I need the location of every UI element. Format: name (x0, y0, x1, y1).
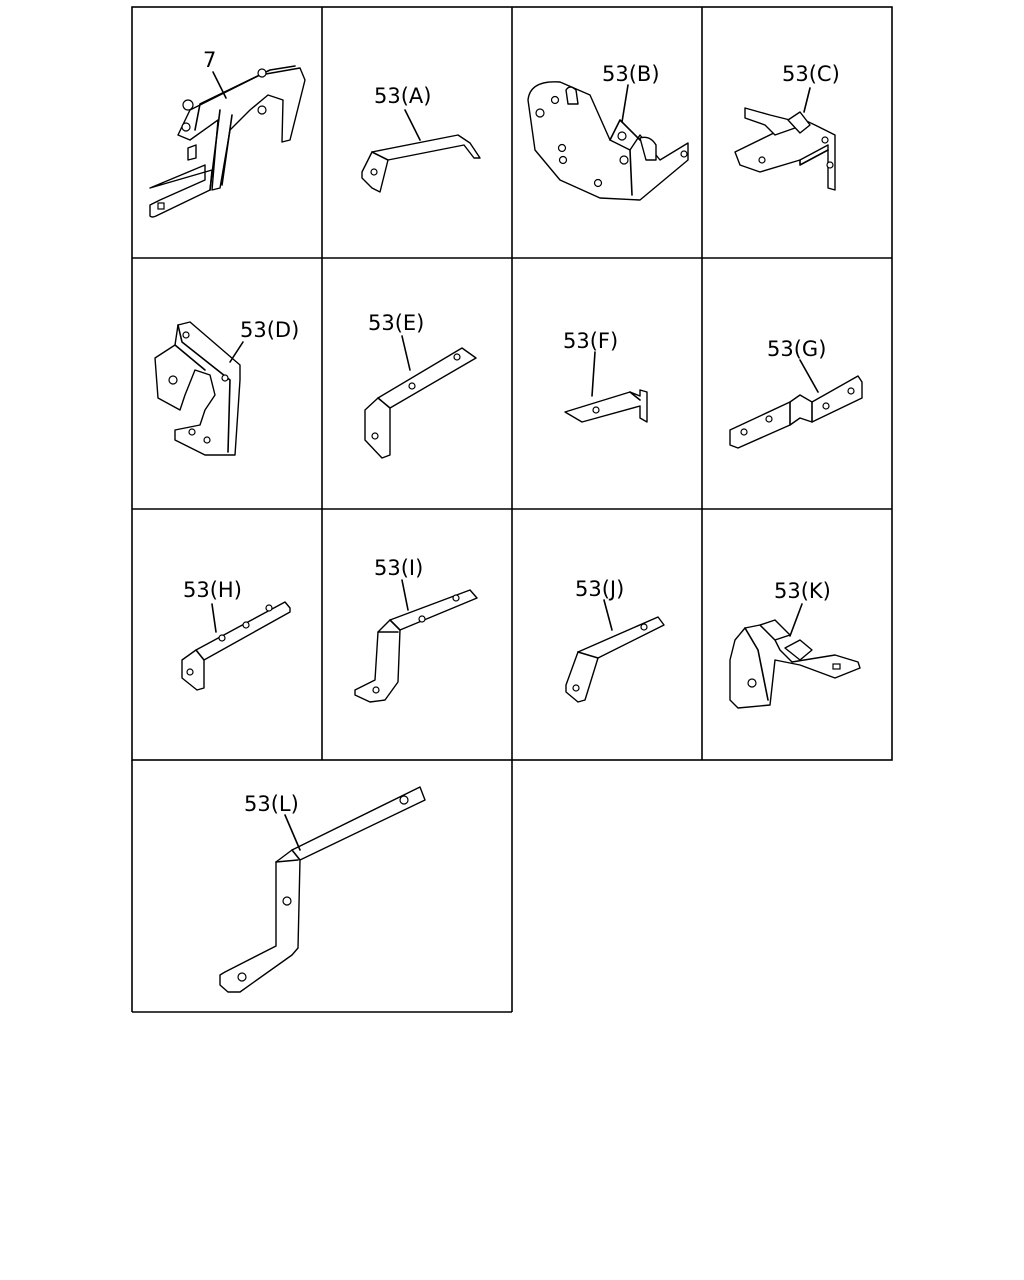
part-53c-drawing: 53(C) (734, 62, 840, 191)
part-label-53h: 53(H) (183, 578, 242, 602)
part-label-53b: 53(B) (602, 62, 660, 86)
part-label-53k: 53(K) (774, 579, 831, 603)
part-label-53l: 53(L) (244, 792, 299, 816)
part-label-7: 7 (203, 48, 216, 72)
part-label-53d: 53(D) (240, 318, 299, 342)
part-label-53c: 53(C) (782, 62, 840, 86)
part-53g-drawing: 53(G) (729, 337, 863, 449)
part-7-drawing: 7 (149, 48, 306, 218)
part-53i-drawing: 53(I) (354, 556, 478, 703)
part-53l-drawing: 53(L) (219, 786, 426, 993)
grid-frame (131, 6, 893, 1013)
part-53h-drawing: 53(H) (181, 578, 291, 691)
part-label-53a: 53(A) (374, 84, 431, 108)
part-label-53g: 53(G) (767, 337, 826, 361)
part-53j-drawing: 53(J) (565, 577, 665, 703)
part-53b-drawing: 53(B) (527, 62, 689, 201)
part-53e-drawing: 53(E) (364, 311, 477, 459)
part-label-53i: 53(I) (374, 556, 423, 580)
part-label-53e: 53(E) (368, 311, 424, 335)
part-53d-drawing: 53(D) (154, 318, 299, 456)
part-label-53f: 53(F) (563, 329, 618, 353)
part-53f-drawing: 53(F) (563, 329, 648, 423)
part-label-53j: 53(J) (575, 577, 624, 601)
part-53a-drawing: 53(A) (361, 84, 481, 193)
part-53k-drawing: 53(K) (729, 579, 861, 709)
